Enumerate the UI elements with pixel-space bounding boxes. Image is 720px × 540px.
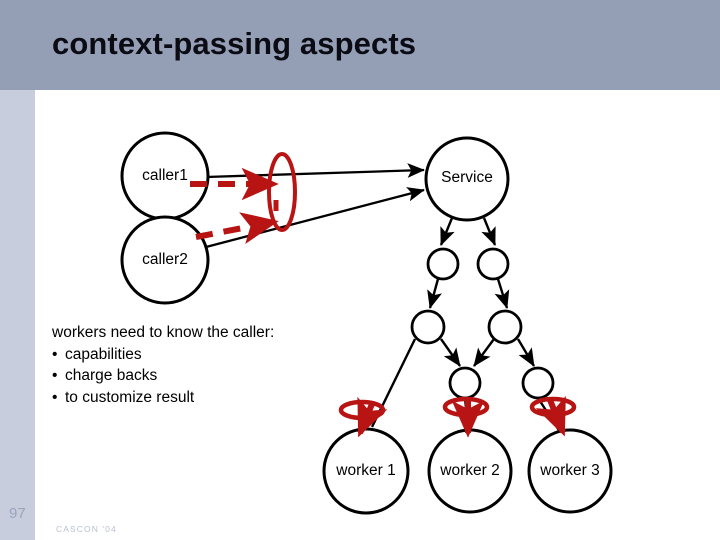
body-lead-line: workers need to know the caller: [52, 324, 275, 341]
node-service[interactable] [424, 136, 510, 222]
edge-service-t2b [481, 217, 497, 246]
node-worker3[interactable] [527, 428, 613, 514]
node-label-service: Service [441, 169, 493, 186]
page-number: 97 [9, 505, 26, 522]
edge-t3b-t4b [516, 338, 536, 367]
page-title: context-passing aspects [52, 26, 417, 61]
title-band [0, 0, 720, 90]
context-flow-caller2 [195, 212, 279, 245]
edge-t3a-t4a [440, 338, 461, 367]
node-label-worker3: worker 3 [540, 462, 600, 479]
worker1-context-swirl [338, 396, 388, 438]
body-bullet-list: capabilities charge backs to customize r… [52, 344, 352, 409]
bullet-item-charge-backs: charge backs [52, 365, 352, 387]
node-tier4-left[interactable] [448, 366, 482, 400]
edge-caller2-service [205, 187, 425, 249]
node-label-worker2: worker 2 [440, 462, 500, 479]
node-label-worker1: worker 1 [336, 462, 396, 479]
edge-caller1-service [205, 163, 425, 179]
nodes-group [120, 131, 613, 515]
edge-t3b-t4a [473, 338, 495, 367]
aspect-overlay-group [190, 152, 577, 438]
node-label-caller2: caller2 [142, 251, 188, 268]
conference-footer: CASCON '04 [56, 524, 117, 534]
edge-t2b-t3b [494, 278, 510, 309]
edge-t2a-t3a [427, 278, 442, 309]
left-accent-strip [0, 90, 35, 540]
bullet-item-customize-result: to customize result [52, 387, 352, 409]
edge-service-t2a [439, 217, 455, 246]
node-tier2-right[interactable] [476, 247, 510, 281]
node-tier4-right[interactable] [521, 366, 555, 400]
worker3-context-swirl [529, 395, 577, 437]
worker2-context-swirl [442, 396, 490, 438]
node-tier2-left[interactable] [426, 247, 460, 281]
node-tier3-left[interactable] [410, 309, 446, 345]
context-boundary-ellipse [267, 152, 297, 232]
body-text-block: workers need to know the caller: capabil… [52, 322, 352, 408]
node-caller2[interactable] [120, 215, 210, 305]
bullet-item-capabilities: capabilities [52, 344, 352, 366]
node-tier3-right[interactable] [487, 309, 523, 345]
node-label-caller1: caller1 [142, 167, 188, 184]
